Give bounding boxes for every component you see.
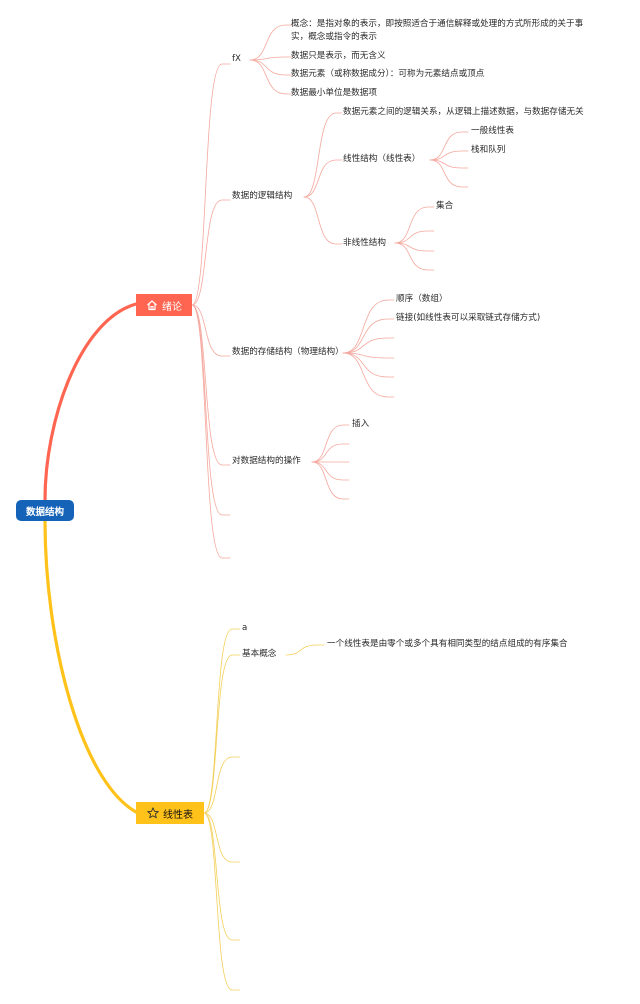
connector-linear-list-topic-0 xyxy=(203,628,241,814)
branch-label-intro: 绪论 xyxy=(162,301,182,313)
connector-fx-leaf-2 xyxy=(249,59,293,76)
connector-root-linear-list xyxy=(43,519,138,814)
topic-a[interactable]: a xyxy=(242,623,248,633)
leaf-linked[interactable]: 链接(如线性表可以采取链式存储方式) xyxy=(396,313,541,323)
connector-operations-leaf-4 xyxy=(311,461,350,500)
leaf-data-item[interactable]: 数据最小单位是数据项 xyxy=(291,88,377,98)
connector-intro-topic-0 xyxy=(191,63,231,306)
leaf-linear-list-definition[interactable]: 一个线性表是由零个或多个具有相同类型的结点组成的有序集合 xyxy=(327,639,568,649)
connector-operations-leaf-3 xyxy=(311,461,350,481)
connector-intro-topic-4 xyxy=(191,304,231,516)
connector-linear-leaf-0 xyxy=(429,131,469,161)
connector-nonlinear-leaf-2 xyxy=(394,242,435,252)
connector-operations-leaf-1 xyxy=(311,443,350,463)
connector-storage-leaf-2 xyxy=(342,337,395,354)
connector-linear-list-topic-2 xyxy=(203,756,241,814)
connector-linear-leaf-2 xyxy=(429,159,469,169)
connector-storage-leaf-4 xyxy=(342,352,395,378)
leaf-concept[interactable]: 概念：是指对象的表示，即按照适合于通信解释或处理的方式所形成的关于事实，概念或指… xyxy=(291,19,584,42)
connector-linear-leaf-1 xyxy=(429,150,469,161)
root-node[interactable]: 数据结构 xyxy=(16,500,74,521)
connector-root-intro xyxy=(43,302,138,502)
connector-storage-leaf-5 xyxy=(342,352,395,398)
connector-storage-leaf-0 xyxy=(342,299,395,354)
branch-node-linear-list[interactable]: 线性表 xyxy=(136,802,204,824)
connector-nonlinear-leaf-3 xyxy=(394,242,435,271)
leaf-data-only-representation[interactable]: 数据只是表示，而无含义 xyxy=(291,51,386,61)
topic-logical-structure[interactable]: 数据的逻辑结构 xyxy=(232,191,293,201)
connector-operations-leaf-0 xyxy=(311,424,350,463)
connector-linear-list-topic-5 xyxy=(203,812,241,991)
topic-operations[interactable]: 对数据结构的操作 xyxy=(232,456,301,466)
leaf-data-element[interactable]: 数据元素（或称数据成分）：可称为元素结点或顶点 xyxy=(291,69,485,79)
branch-node-intro[interactable]: 绪论 xyxy=(136,294,192,316)
connector-intro-topic-5 xyxy=(191,304,231,559)
connector-logical-leaf-0 xyxy=(303,112,343,198)
connector-logical-leaf-2 xyxy=(303,196,343,245)
leaf-logical-relation[interactable]: 数据元素之间的逻辑关系，从逻辑上描述数据，与数据存储无关 xyxy=(343,107,584,117)
connector-fx-leaf-3 xyxy=(249,59,293,95)
connector-logical-leaf-1 xyxy=(303,159,343,198)
topic-nonlinear-structure[interactable]: 非线性结构 xyxy=(343,238,386,248)
connector-linear-leaf-3 xyxy=(429,159,469,188)
topic-linear-structure[interactable]: 线性结构（线性表） xyxy=(343,154,421,164)
connector-intro-topic-3 xyxy=(191,304,231,466)
connector-nonlinear-leaf-1 xyxy=(394,230,435,244)
topic-basic-concept[interactable]: 基本概念 xyxy=(242,649,277,659)
leaf-sequential[interactable]: 顺序（数组） xyxy=(396,294,448,304)
leaf-stack-queue[interactable]: 栈和队列 xyxy=(471,145,506,155)
leaf-general-linear-list[interactable]: 一般线性表 xyxy=(471,126,514,136)
connector-fx-leaf-0 xyxy=(249,24,293,61)
star-icon xyxy=(147,807,159,819)
connector-nonlinear-leaf-0 xyxy=(394,206,435,244)
leaf-set[interactable]: 集合 xyxy=(436,201,454,211)
connector-intro-topic-1 xyxy=(191,199,231,306)
connector-storage-leaf-1 xyxy=(342,318,395,354)
topic-fx[interactable]: fX xyxy=(232,54,241,64)
home-icon xyxy=(147,300,157,311)
connector-linear-list-topic-1 xyxy=(203,654,241,814)
connector-intro-topic-2 xyxy=(191,304,231,357)
branch-label-linear-list: 线性表 xyxy=(163,809,193,821)
topic-storage-structure[interactable]: 数据的存储结构（物理结构） xyxy=(232,347,344,357)
connector-storage-leaf-3 xyxy=(342,352,395,359)
root-label: 数据结构 xyxy=(25,506,64,518)
connector-fx-leaf-1 xyxy=(249,56,293,61)
connector-linear-list-topic-3 xyxy=(203,812,241,863)
connector-basic-concept-leaf-0 xyxy=(285,644,325,656)
connector-linear-list-topic-4 xyxy=(203,812,241,941)
leaf-insert[interactable]: 插入 xyxy=(352,419,370,429)
